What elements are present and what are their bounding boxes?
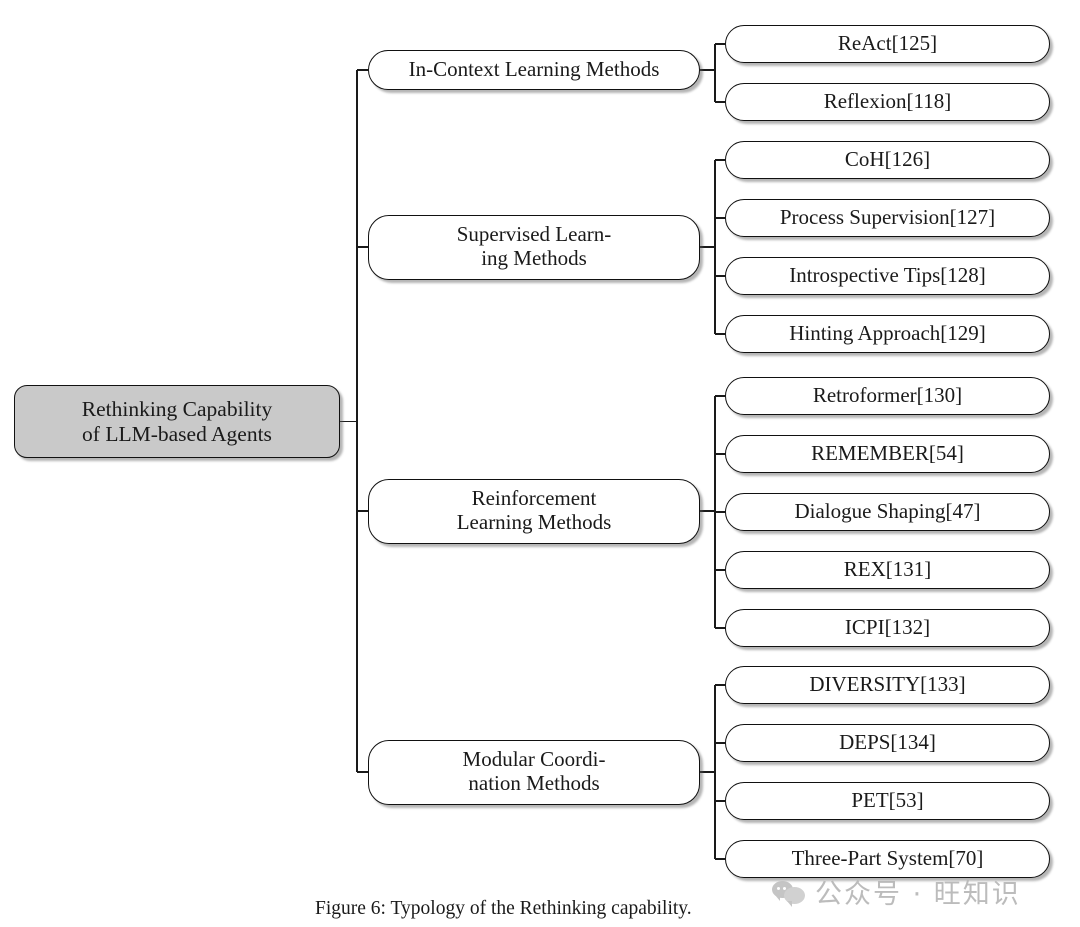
leaf-node-3-0[interactable]: DIVERSITY[133]: [725, 666, 1050, 704]
leaf-connector-3-0: [715, 684, 725, 686]
leaf-node-label: Process Supervision[127]: [779, 205, 996, 230]
leaf-stub-2: [700, 510, 715, 512]
leaf-connector-0-0: [715, 43, 725, 45]
leaf-connector-3-1: [715, 742, 725, 744]
leaf-spine-2: [714, 396, 716, 628]
branch-node-label: In-Context Learning Methods: [408, 57, 660, 82]
leaf-node-0-0[interactable]: ReAct[125]: [725, 25, 1050, 63]
leaf-node-label: REMEMBER[54]: [811, 441, 964, 466]
level2-stub-2: [357, 510, 368, 512]
level2-stub-3: [357, 771, 368, 773]
leaf-node-label: DIVERSITY[133]: [809, 672, 966, 697]
leaf-node-1-0[interactable]: CoH[126]: [725, 141, 1050, 179]
branch-node-2[interactable]: Reinforcement Learning Methods: [368, 478, 700, 544]
leaf-node-1-2[interactable]: Introspective Tips[128]: [725, 257, 1050, 295]
branch-node-1[interactable]: Supervised Learn- ing Methods: [368, 214, 700, 280]
leaf-connector-3-3: [715, 858, 725, 860]
leaf-node-2-0[interactable]: Retroformer[130]: [725, 377, 1050, 415]
leaf-node-label: Dialogue Shaping[47]: [794, 499, 981, 524]
level2-stub-1: [357, 246, 368, 248]
leaf-connector-2-4: [715, 627, 725, 629]
leaf-node-label: Reflexion[118]: [823, 89, 952, 114]
watermark: 公众号 · 旺知识: [772, 872, 1021, 911]
leaf-connector-2-2: [715, 511, 725, 513]
leaf-connector-1-1: [715, 217, 725, 219]
leaf-stub-0: [700, 69, 715, 71]
branch-node-0[interactable]: In-Context Learning Methods: [368, 50, 700, 90]
leaf-spine-3: [714, 685, 716, 859]
leaf-node-label: Three-Part System[70]: [791, 846, 984, 871]
leaf-connector-1-3: [715, 333, 725, 335]
leaf-connector-1-2: [715, 275, 725, 277]
root-node-rethinking-capability[interactable]: Rethinking Capability of LLM-based Agent…: [14, 385, 340, 458]
branch-node-3[interactable]: Modular Coordi- nation Methods: [368, 739, 700, 805]
figure-caption: Figure 6: Typology of the Rethinking cap…: [315, 898, 692, 919]
leaf-node-label: ICPI[132]: [844, 615, 931, 640]
wechat-bubbles-icon: [772, 879, 806, 907]
leaf-spine-1: [714, 160, 716, 334]
leaf-connector-2-0: [715, 395, 725, 397]
leaf-node-2-1[interactable]: REMEMBER[54]: [725, 435, 1050, 473]
leaf-stub-1: [700, 246, 715, 248]
leaf-node-label: DEPS[134]: [839, 730, 936, 755]
leaf-node-3-3[interactable]: Three-Part System[70]: [725, 840, 1050, 878]
leaf-node-label: Hinting Approach[129]: [789, 321, 986, 346]
leaf-node-label: ReAct[125]: [837, 31, 938, 56]
level2-stub-0: [357, 69, 368, 71]
branch-node-label: Supervised Learn- ing Methods: [456, 222, 612, 270]
branch-node-label: Reinforcement Learning Methods: [456, 486, 612, 534]
leaf-node-2-4[interactable]: ICPI[132]: [725, 609, 1050, 647]
leaf-node-label: PET[53]: [851, 788, 924, 813]
leaf-node-1-3[interactable]: Hinting Approach[129]: [725, 315, 1050, 353]
leaf-node-0-1[interactable]: Reflexion[118]: [725, 83, 1050, 121]
leaf-spine-0: [714, 44, 716, 102]
leaf-node-2-3[interactable]: REX[131]: [725, 551, 1050, 589]
leaf-connector-3-2: [715, 800, 725, 802]
leaf-stub-3: [700, 771, 715, 773]
leaf-connector-1-0: [715, 159, 725, 161]
leaf-connector-2-1: [715, 453, 725, 455]
leaf-connector-0-1: [715, 101, 725, 103]
leaf-node-label: Retroformer[130]: [812, 383, 963, 408]
leaf-node-label: Introspective Tips[128]: [789, 263, 986, 288]
branch-node-label: Modular Coordi- nation Methods: [462, 747, 606, 795]
watermark-text: 公众号 · 旺知识: [815, 879, 1021, 910]
leaf-connector-2-3: [715, 569, 725, 571]
level2-spine: [356, 70, 358, 772]
leaf-node-label: CoH[126]: [844, 147, 931, 172]
leaf-node-label: REX[131]: [843, 557, 932, 582]
leaf-node-2-2[interactable]: Dialogue Shaping[47]: [725, 493, 1050, 531]
leaf-node-3-1[interactable]: DEPS[134]: [725, 724, 1050, 762]
leaf-node-1-1[interactable]: Process Supervision[127]: [725, 199, 1050, 237]
root-node-label: Rethinking Capability of LLM-based Agent…: [81, 397, 273, 446]
root-stub: [340, 420, 357, 423]
leaf-node-3-2[interactable]: PET[53]: [725, 782, 1050, 820]
